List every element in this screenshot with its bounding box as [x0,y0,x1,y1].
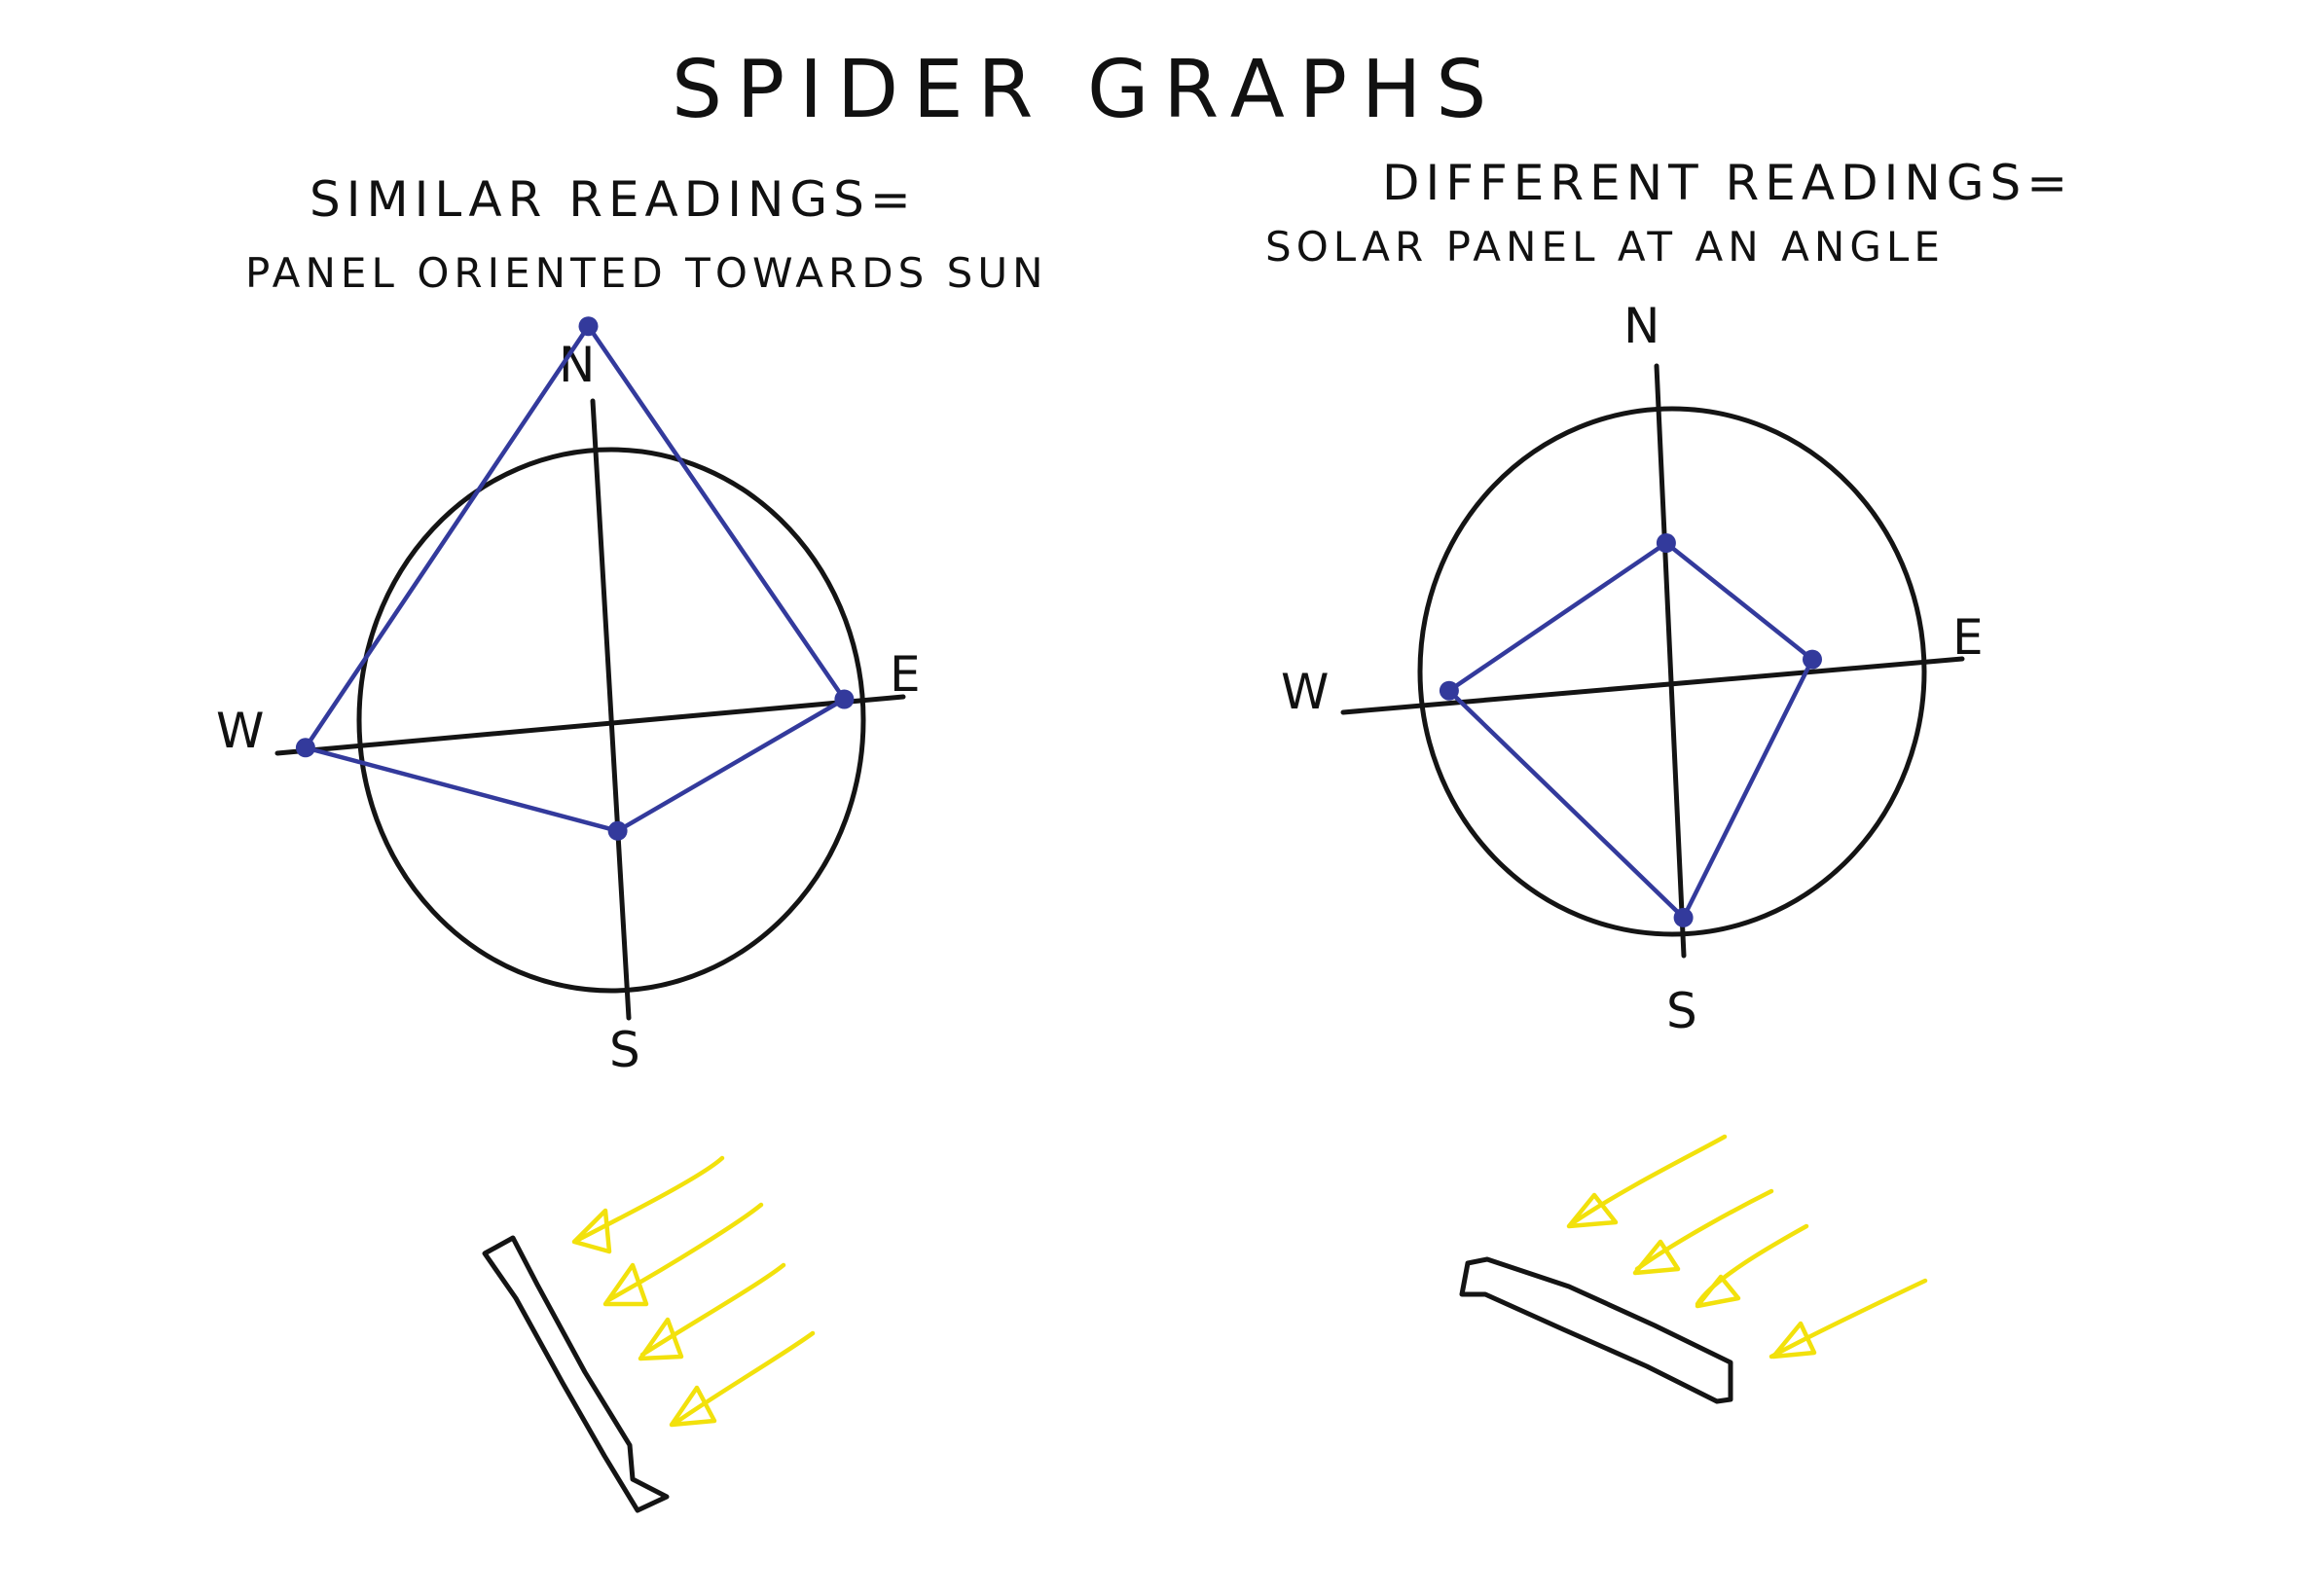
left-sun-ray-2 [605,1202,764,1303]
left-label-s: S [609,1022,646,1078]
left-we-axis [274,694,906,756]
right-ns-axis [1654,363,1687,959]
right-sun-rays-icon [1566,1134,1928,1360]
right-solar-panel-icon [1459,1256,1733,1404]
left-label-e: E [890,646,927,703]
left-series-outline [303,323,847,834]
left-sun-arrowhead-2 [602,1262,649,1307]
right-outer-ring [1417,406,1927,937]
right-heading-line1: DIFFERENT READINGS= [1382,155,2073,211]
left-solar-panel-icon [482,1235,670,1513]
right-heading-line2: SOLAR PANEL AT AN ANGLE [1265,223,1945,271]
right-sun-ray-3 [1695,1223,1809,1307]
right-sun-ray-4 [1768,1278,1928,1360]
right-point-e [1803,649,1822,670]
left-label-w: W [216,703,270,759]
right-sun-arrowhead-4 [1770,1321,1817,1360]
left-point-w [295,738,315,758]
left-solar-panel [482,1235,670,1513]
left-sun-ray-1 [575,1155,725,1243]
right-we-axis [1340,656,1965,715]
left-heading-line1: SIMILAR READINGS= [310,171,917,228]
left-panel: SIMILAR READINGS= PANEL ORIENTED TOWARDS… [216,171,1048,1513]
page-title: SPIDER GRAPHS [672,44,1501,136]
right-sun-arrowhead-3 [1695,1274,1741,1309]
left-point-e [834,689,855,709]
left-series [295,316,855,841]
right-series-outline [1446,540,1815,921]
right-label-s: S [1666,983,1703,1039]
right-sun-arrowhead-2 [1632,1239,1681,1276]
left-point-s [607,820,628,841]
right-point-w [1439,680,1459,701]
left-sun-arrowhead-1 [571,1208,612,1254]
right-sun-ray-1 [1568,1134,1728,1227]
left-outer-ring [356,447,866,994]
right-sun-ray-2 [1634,1188,1774,1272]
left-spider-graph: N E S W [216,316,927,1078]
right-spider-graph: N E S W [1281,298,1989,1039]
left-sun-arrowhead-3 [638,1317,684,1361]
right-label-e: E [1952,609,1989,666]
left-label-n: N [559,337,601,393]
right-series [1439,533,1822,927]
right-point-s [1673,907,1694,927]
left-sun-ray-4 [673,1330,816,1426]
left-sun-ray-3 [639,1262,786,1358]
right-panel: DIFFERENT READINGS= SOLAR PANEL AT AN AN… [1265,155,2073,1404]
left-ns-axis [590,398,632,1021]
left-sun-arrowhead-4 [669,1385,717,1428]
right-sun-arrowhead-1 [1566,1192,1619,1229]
left-point-n [578,316,599,337]
right-solar-panel [1459,1256,1733,1404]
left-heading-line2: PANEL ORIENTED TOWARDS SUN [245,249,1048,297]
right-point-n [1656,533,1676,553]
left-sun-rays-icon [571,1155,816,1428]
right-label-w: W [1281,664,1334,720]
right-label-n: N [1623,298,1665,354]
